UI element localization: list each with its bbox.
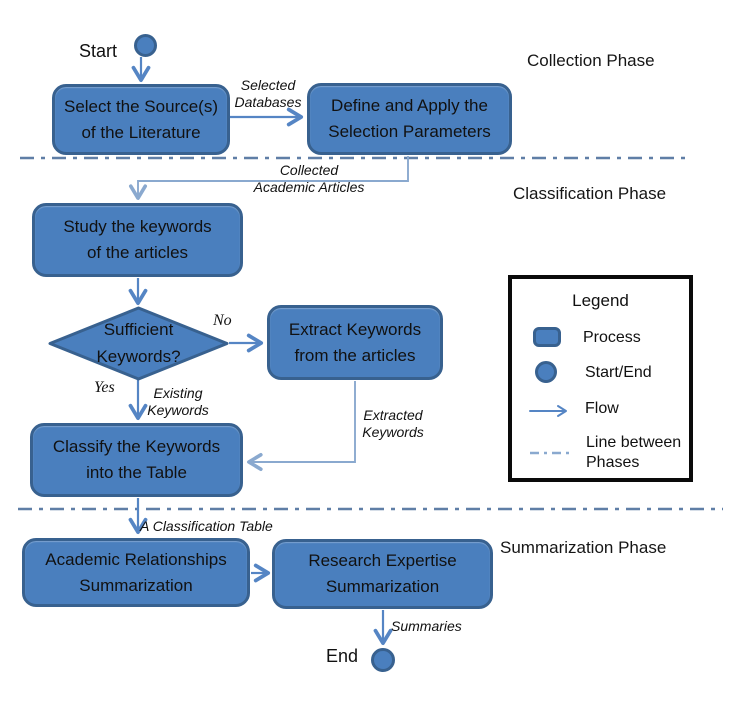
- edge-extract-to-classify: [247, 381, 356, 472]
- flow-arrow-icon: [529, 405, 567, 417]
- decision-sufficient-keywords-label: Sufficient Keywords?: [96, 320, 181, 366]
- legend-title: Legend: [572, 291, 629, 310]
- node-classify-keywords: Classify the Keywords into the Table: [30, 423, 243, 497]
- node-academic-summarization-label: Academic Relationships Summarization: [45, 549, 227, 595]
- start-circle: [134, 34, 157, 57]
- node-academic-summarization: Academic Relationships Summarization: [22, 538, 250, 607]
- edge-label-classification-table: A Classification Table: [140, 518, 273, 534]
- phase-label-collection: Collection Phase: [527, 51, 655, 70]
- edge-label-no: No: [213, 312, 232, 329]
- node-select-sources-label: Select the Source(s) of the Literature: [63, 96, 218, 142]
- process-icon: [533, 327, 561, 347]
- edge-label-summaries: Summaries: [391, 618, 462, 634]
- edge-label-selected-databases: Selected Databases: [234, 77, 302, 110]
- node-define-parameters: Define and Apply the Selection Parameter…: [307, 83, 512, 155]
- edge-label-yes: Yes: [94, 379, 115, 396]
- edge-label-extracted-keywords: Extracted Keywords: [362, 407, 424, 440]
- node-study-keywords: Study the keywords of the articles: [32, 203, 243, 277]
- start-label: Start: [79, 41, 118, 61]
- node-research-summarization-label: Research Expertise Summarization: [308, 551, 457, 596]
- legend-item-startend-label: Start/End: [585, 364, 652, 381]
- start-end-icon: [535, 361, 557, 383]
- node-research-summarization: Research Expertise Summarization: [272, 539, 493, 609]
- legend-item-phaseline-label: Line between Phases: [586, 434, 682, 471]
- node-study-keywords-label: Study the keywords of the articles: [63, 217, 212, 262]
- edge-label-existing-keywords: Existing Keywords: [147, 385, 209, 418]
- node-classify-keywords-label: Classify the Keywords into the Table: [52, 437, 221, 482]
- edge-label-collected-articles: Collected Academic Articles: [253, 162, 365, 195]
- phase-label-classification: Classification Phase: [513, 184, 667, 203]
- node-select-sources: Select the Source(s) of the Literature: [52, 84, 230, 155]
- legend-box: Legend Process Start/End Flow Line betwe…: [508, 275, 693, 482]
- legend-item-flow-label: Flow: [585, 400, 619, 417]
- node-extract-keywords-label: Extract Keywords from the articles: [288, 319, 422, 365]
- decision-diamond: [48, 306, 229, 381]
- end-label: End: [326, 646, 359, 666]
- phase-line-icon: [530, 451, 574, 455]
- edge-define-to-study: [128, 156, 409, 200]
- node-define-parameters-label: Define and Apply the Selection Parameter…: [328, 96, 491, 141]
- end-circle: [371, 648, 395, 672]
- legend-item-process-label: Process: [583, 329, 641, 346]
- node-extract-keywords: Extract Keywords from the articles: [267, 305, 443, 380]
- phase-label-summarization: Summarization Phase: [500, 538, 667, 557]
